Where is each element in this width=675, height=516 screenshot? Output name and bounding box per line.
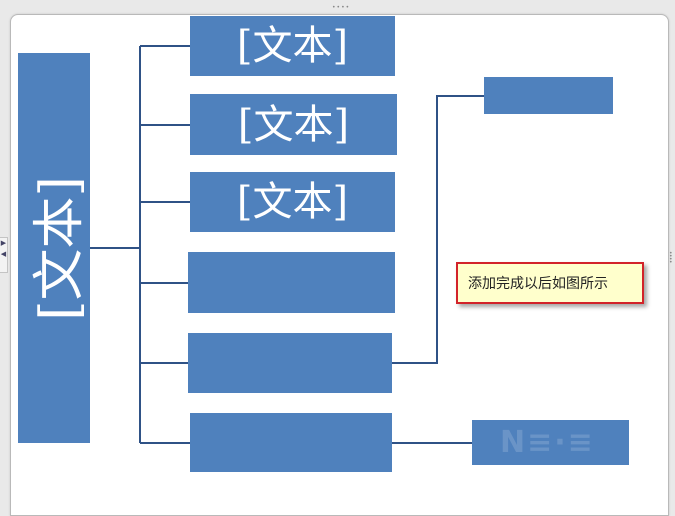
child-shape-3[interactable]: [文本] xyxy=(190,172,395,232)
arrow-right-icon: ▶ xyxy=(0,239,7,247)
child-shape-2[interactable]: [文本] xyxy=(190,94,397,155)
child-shape-4[interactable] xyxy=(188,252,395,313)
top-resize-grip[interactable]: •••• xyxy=(332,4,351,11)
grandchild-shape-1[interactable] xyxy=(484,77,613,114)
site-watermark-logo: N≡·≡ xyxy=(500,424,595,460)
connector-grandchild-1 xyxy=(392,95,484,364)
smartart-connectors xyxy=(90,45,484,444)
right-resize-grip[interactable]: •••• xyxy=(669,250,673,266)
child-shape-2-text: [文本] xyxy=(237,101,350,148)
child-shape-1-text: [文本] xyxy=(236,23,349,69)
grandchild-shape-2[interactable] xyxy=(472,420,629,465)
arrow-left-icon: ◀ xyxy=(0,250,7,258)
instruction-callout-text: 添加完成以后如图所示 xyxy=(468,276,608,292)
root-shape-text: [文本] xyxy=(29,175,90,321)
root-shape[interactable]: [文本] xyxy=(18,53,90,443)
child-shape-1[interactable]: [文本] xyxy=(190,16,395,76)
text-pane-toggle[interactable]: ▶ ◀ xyxy=(0,237,8,273)
child-shape-3-text: [文本] xyxy=(236,179,349,225)
instruction-callout: 添加完成以后如图所示 xyxy=(456,262,644,304)
child-shape-5[interactable] xyxy=(188,333,392,393)
child-shape-6[interactable] xyxy=(190,413,392,472)
